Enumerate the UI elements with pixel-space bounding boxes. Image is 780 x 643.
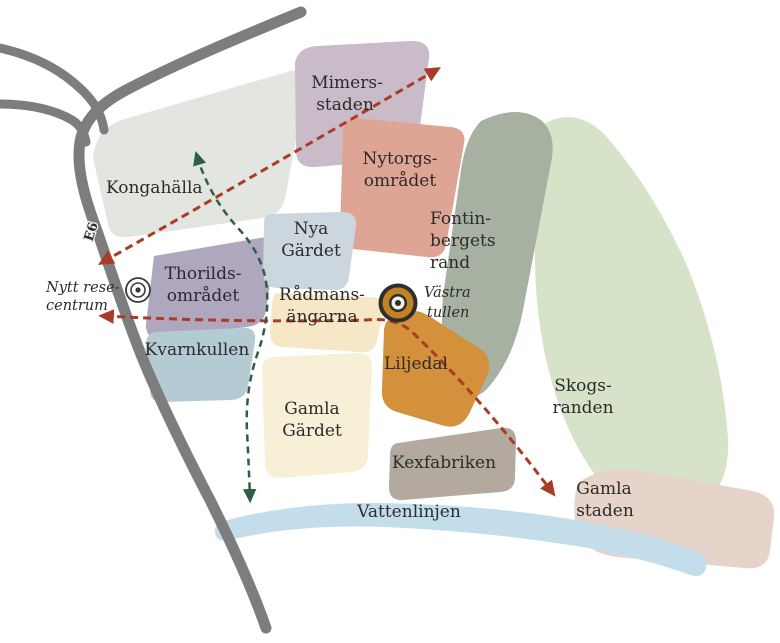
- region-vattenlinjen: [214, 502, 707, 577]
- label-nytorgsomradet-2: området: [364, 171, 437, 191]
- label-skogsranden-1: Skogs-: [554, 376, 612, 396]
- label-vattenlinjen: Vattenlinjen: [356, 502, 461, 522]
- poi-vastra-tullen-symbol: [378, 283, 418, 323]
- label-kexfabriken: Kexfabriken: [392, 453, 496, 473]
- label-e6-road: E6: [82, 221, 102, 244]
- label-mimersstaden-2: staden: [316, 95, 374, 115]
- label-gamlastaden-1: Gamla: [576, 479, 631, 499]
- label-thorildsomradet-1: Thorilds-: [165, 264, 242, 284]
- label-radmansangarna-2: ängarna: [286, 307, 357, 327]
- label-nytorgsomradet-1: Nytorgs-: [362, 149, 437, 169]
- resecentrum-dot-icon: [135, 287, 141, 293]
- route-green-path: [193, 150, 269, 504]
- label-fontinbergetsrand-3: rand: [430, 253, 470, 273]
- label-resecentrum-1: Nytt rese-: [45, 280, 120, 296]
- label-skogsranden-2: randen: [552, 398, 613, 418]
- label-nyagardet-2: Gärdet: [281, 241, 341, 261]
- region-skogsranden: [534, 117, 729, 516]
- label-thorildsomradet-2: området: [167, 286, 240, 306]
- label-gamlagardet-2: Gärdet: [282, 421, 342, 441]
- label-mimersstaden-1: Mimers-: [311, 73, 383, 93]
- road-ramp-west: [0, 99, 91, 147]
- routes-layer: [97, 67, 556, 504]
- label-gamlastaden-2: staden: [576, 501, 634, 521]
- poi-resecentrum-symbol: [125, 277, 151, 303]
- label-liljedal: Liljedal: [384, 354, 448, 374]
- label-nyagardet-1: Nya: [294, 219, 329, 239]
- label-kvarnkullen: Kvarnkullen: [145, 340, 250, 360]
- label-fontinbergetsrand-2: bergets: [430, 231, 496, 251]
- label-resecentrum-2: centrum: [46, 298, 108, 314]
- labels-layer: Kongahälla Mimers- staden Nytorgs- områd…: [45, 73, 634, 522]
- label-kongahalla: Kongahälla: [106, 178, 203, 198]
- label-fontinbergetsrand-1: Fontin-: [430, 209, 491, 229]
- label-gamlagardet-1: Gamla: [284, 399, 339, 419]
- route-red-diagonal: [97, 67, 441, 265]
- label-vastra-tullen-1: Västra: [424, 285, 471, 301]
- label-radmansangarna-1: Rådmans-: [279, 285, 365, 305]
- vastra-tullen-dot-icon: [395, 300, 401, 306]
- label-vastra-tullen-2: tullen: [427, 305, 469, 321]
